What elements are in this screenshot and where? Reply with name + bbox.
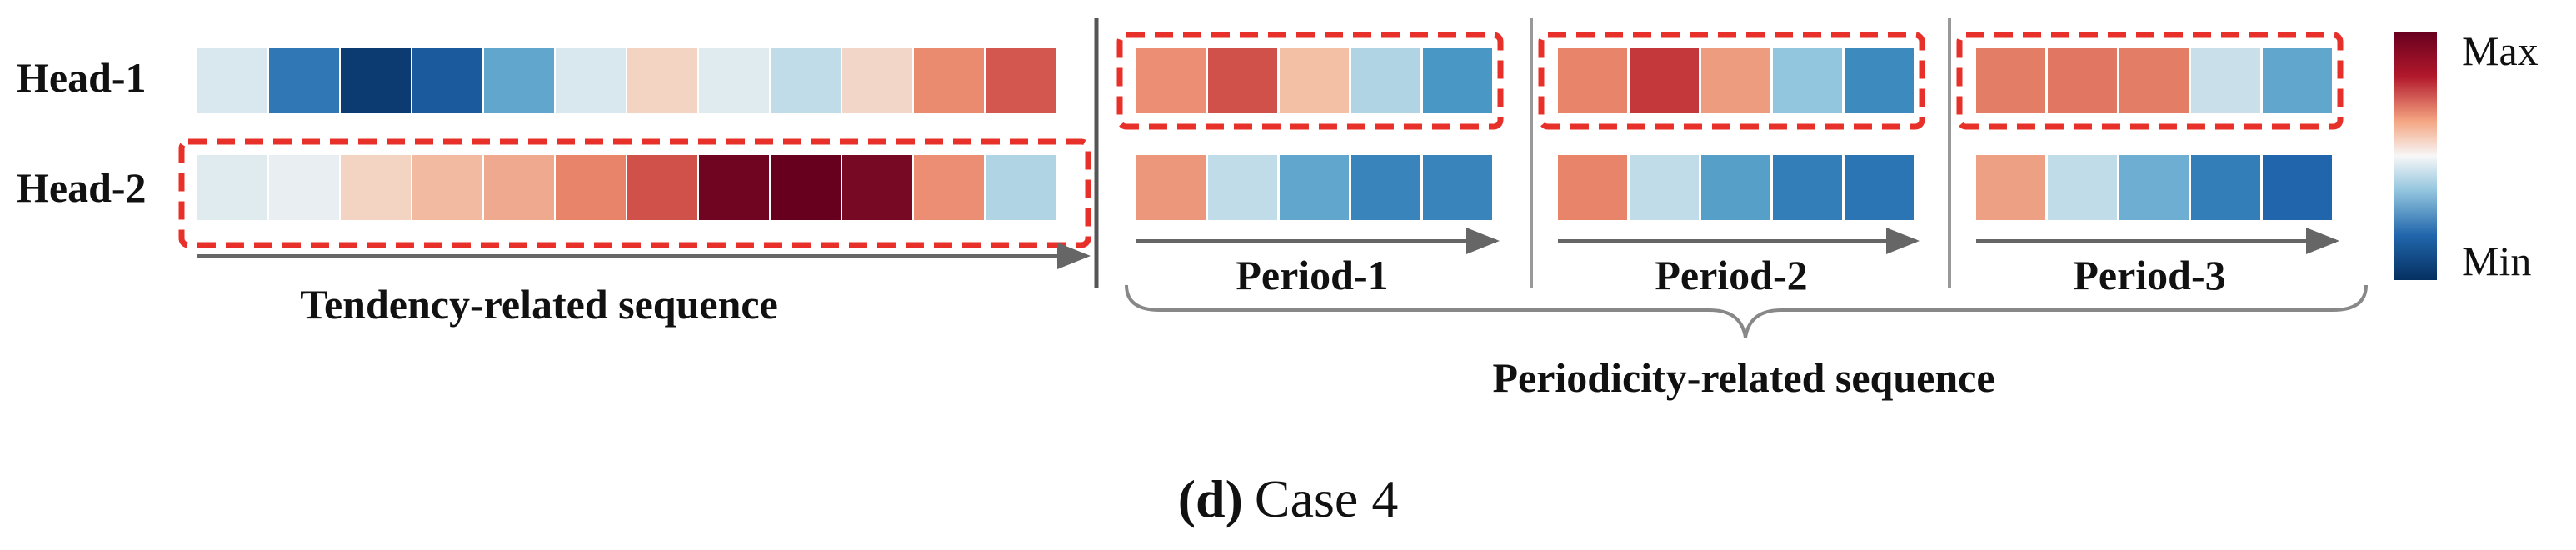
highlight-box-period-3 [1956,32,2344,130]
heatmap-cell-period-2-head-2-2 [1630,155,1699,220]
highlight-box-tendency [178,138,1091,248]
sequence-arrows [197,228,2339,269]
tendency-label: Tendency-related sequence [300,281,778,328]
row-label-head-2: Head-2 [17,164,147,211]
heatmap-cell-tendency-head-2-4 [412,155,482,220]
heatmap-cell-tendency-head-2-7 [627,155,697,220]
heatmap-cell-period-3-head-1-2 [2048,48,2117,113]
heatmap-cell-tendency-head-2-11 [914,155,984,220]
heatmap-cell-tendency-head-2-10 [842,155,912,220]
caption-text: Case 4 [1255,469,1398,528]
heatmap-cell-period-2-head-1-5 [1845,48,1914,113]
heatmap-cell-period-2-head-1-3 [1701,48,1770,113]
heatmap-cell-period-3-head-1-5 [2263,48,2332,113]
heatmap-cell-period-3-head-1-1 [1976,48,2045,113]
heatmap-cell-period-2-head-1-2 [1630,48,1699,113]
heatmap-cell-period-3-head-2-1 [1976,155,2045,220]
heatmap-cell-tendency-head-1-12 [986,48,1056,113]
caption-letter: (d) [1178,469,1243,528]
heatmap-cell-tendency-head-1-7 [627,48,697,113]
figure-caption: (d)Case 4 [1178,469,1399,528]
periodicity-label: Periodicity-related sequence [1492,354,1994,401]
heatmap-cell-period-1-head-1-5 [1423,48,1492,113]
heatmap-cell-tendency-head-1-10 [842,48,912,113]
heatmap-cell-tendency-head-2-12 [986,155,1056,220]
heatmap-cell-period-3-head-2-2 [2048,155,2117,220]
highlight-box-period-1 [1116,32,1504,130]
heatmap-cell-tendency-head-1-2 [269,48,339,113]
colorbar-min-label: Min [2462,238,2531,284]
heatmap-cell-tendency-head-1-8 [699,48,769,113]
heatmap-cell-period-2-head-2-1 [1558,155,1627,220]
heatmap-cell-tendency-head-2-9 [771,155,841,220]
heatmap-cell-period-1-head-2-1 [1136,155,1206,220]
colorbar-max-label: Max [2462,28,2539,74]
heatmap-cell-period-1-head-1-3 [1280,48,1349,113]
heatmap-cell-tendency-head-1-11 [914,48,984,113]
heatmap-cell-tendency-head-2-2 [269,155,339,220]
heatmap-cell-tendency-head-1-3 [341,48,411,113]
heatmap-cell-period-1-head-1-1 [1136,48,1206,113]
heatmap-cell-tendency-head-2-1 [197,155,267,220]
heatmap-cell-tendency-head-1-5 [484,48,554,113]
heatmap-cell-tendency-head-1-1 [197,48,267,113]
heatmap-cell-period-3-head-2-3 [2119,155,2189,220]
heatmap-cells [197,48,2332,220]
heatmap-cell-period-3-head-1-4 [2191,48,2260,113]
heatmap-cell-period-3-head-1-3 [2119,48,2189,113]
heatmap-cell-period-3-head-2-5 [2263,155,2332,220]
heatmap-cell-period-2-head-1-4 [1773,48,1842,113]
heatmap-cell-period-2-head-1-1 [1558,48,1627,113]
period-2-label: Period-2 [1655,252,1807,298]
heatmap-cell-tendency-head-2-8 [699,155,769,220]
row-label-head-1: Head-1 [17,54,147,101]
heatmap-cell-period-1-head-1-2 [1208,48,1277,113]
heatmap-cell-tendency-head-2-6 [556,155,626,220]
highlight-box-period-2 [1538,32,1925,130]
heatmap-cell-period-1-head-1-4 [1351,48,1420,113]
highlight-boxes [178,32,2344,248]
periodicity-brace [1125,284,2368,338]
period-1-label: Period-1 [1236,252,1388,298]
heatmap-cell-tendency-head-1-4 [412,48,482,113]
heatmap-cell-period-1-head-2-3 [1280,155,1349,220]
heatmap-cell-tendency-head-1-9 [771,48,841,113]
heatmap-cell-period-1-head-2-2 [1208,155,1277,220]
heatmap-cell-tendency-head-2-5 [484,155,554,220]
heatmap-cell-tendency-head-1-6 [556,48,626,113]
heatmap-cell-tendency-head-2-3 [341,155,411,220]
heatmap-cell-period-1-head-2-5 [1423,155,1492,220]
heatmap-cell-period-3-head-2-4 [2191,155,2260,220]
heatmap-cell-period-2-head-2-5 [1845,155,1914,220]
colorbar [2394,32,2437,280]
heatmap-cell-period-2-head-2-3 [1701,155,1770,220]
heatmap-cell-period-2-head-2-4 [1773,155,1842,220]
heatmap-cell-period-1-head-2-4 [1351,155,1420,220]
period-3-label: Period-3 [2073,252,2225,298]
